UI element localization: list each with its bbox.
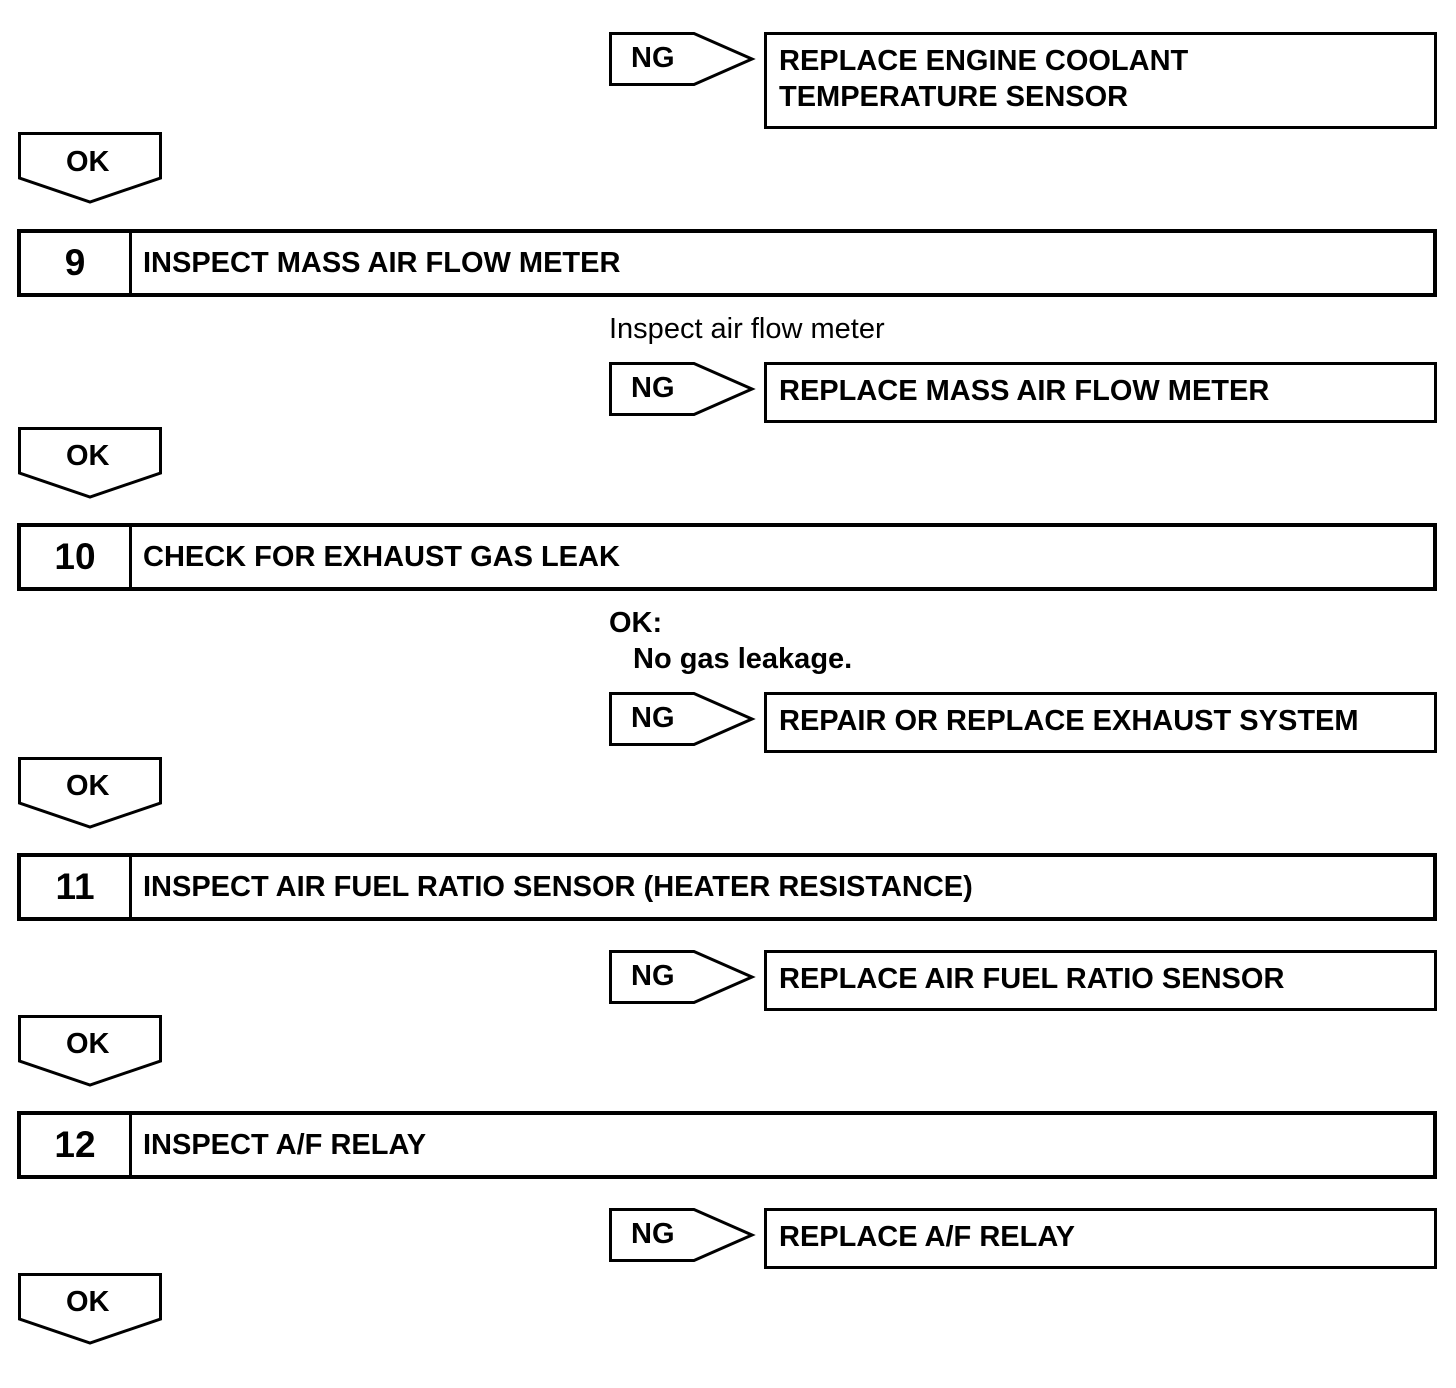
step-11-number: 11 — [21, 857, 132, 917]
step-9-title: INSPECT MASS AIR FLOW METER — [143, 246, 621, 279]
ng-action-text-1a: REPLACE ENGINE COOLANT — [779, 45, 1189, 77]
ok-arrow-3 — [18, 757, 162, 829]
ng-action-box-1: REPLACE ENGINE COOLANT TEMPERATURE SENSO… — [764, 32, 1437, 129]
ng-action-text-5: REPLACE A/F RELAY — [779, 1221, 1075, 1253]
ng-label-5: NG — [631, 1218, 675, 1250]
ng-action-text-1b: TEMPERATURE SENSOR — [779, 81, 1129, 113]
ok-label-5: OK — [66, 1286, 110, 1318]
ng-action-box-2: REPLACE MASS AIR FLOW METER — [764, 362, 1437, 423]
step-9-note: Inspect air flow meter — [609, 313, 885, 345]
ok-label-1: OK — [66, 146, 110, 178]
step-10-number: 10 — [21, 527, 132, 587]
ng-action-box-5: REPLACE A/F RELAY — [764, 1208, 1437, 1269]
step-11-header: 11 INSPECT AIR FUEL RATIO SENSOR (HEATER… — [17, 853, 1437, 921]
ok-arrow-4 — [18, 1015, 162, 1087]
ng-action-text-3: REPAIR OR REPLACE EXHAUST SYSTEM — [779, 705, 1359, 737]
ng-arrow-4 — [609, 950, 756, 1004]
ng-arrow-5 — [609, 1208, 756, 1262]
ng-arrow-2 — [609, 362, 756, 416]
ng-action-box-4: REPLACE AIR FUEL RATIO SENSOR — [764, 950, 1437, 1011]
ng-label-3: NG — [631, 702, 675, 734]
ok-arrow-2 — [18, 427, 162, 499]
step-10-ok-detail: No gas leakage. — [633, 643, 853, 675]
ng-label-1: NG — [631, 42, 675, 74]
step-12-title: INSPECT A/F RELAY — [143, 1128, 427, 1161]
step-12-number: 12 — [21, 1115, 132, 1175]
ok-label-2: OK — [66, 440, 110, 472]
step-11-title: INSPECT AIR FUEL RATIO SENSOR (HEATER RE… — [143, 870, 973, 903]
ng-arrow-1 — [609, 32, 756, 86]
ok-label-3: OK — [66, 770, 110, 802]
ng-arrow-3 — [609, 692, 756, 746]
step-10-ok-heading: OK: — [609, 607, 663, 639]
step-10-header: 10 CHECK FOR EXHAUST GAS LEAK — [17, 523, 1437, 591]
step-9-number: 9 — [21, 233, 132, 293]
step-12-header: 12 INSPECT A/F RELAY — [17, 1111, 1437, 1179]
ok-label-4: OK — [66, 1028, 110, 1060]
ok-arrow-5 — [18, 1273, 162, 1345]
ng-label-2: NG — [631, 372, 675, 404]
ng-action-box-3: REPAIR OR REPLACE EXHAUST SYSTEM — [764, 692, 1437, 753]
ok-arrow-1 — [18, 132, 162, 204]
ng-action-text-2: REPLACE MASS AIR FLOW METER — [779, 375, 1270, 407]
ng-label-4: NG — [631, 960, 675, 992]
ng-action-text-4: REPLACE AIR FUEL RATIO SENSOR — [779, 963, 1285, 995]
step-9-header: 9 INSPECT MASS AIR FLOW METER — [17, 229, 1437, 297]
step-10-title: CHECK FOR EXHAUST GAS LEAK — [143, 540, 620, 573]
